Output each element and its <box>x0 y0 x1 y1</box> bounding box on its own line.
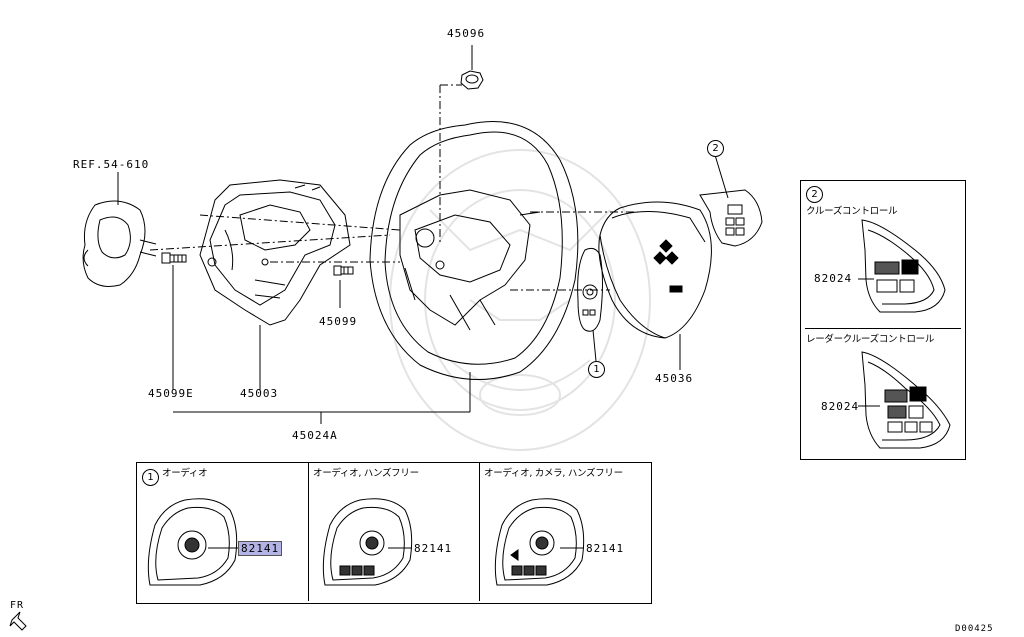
panel-2-divider <box>805 328 961 329</box>
nut-45096 <box>460 45 484 90</box>
audio-camera-handsfree-col-label: オーディオ, カメラ, ハンズフリー <box>484 468 623 479</box>
watermark <box>389 149 651 451</box>
direction-arrow-icon <box>9 611 27 631</box>
part-45036-label: 45036 <box>655 372 694 385</box>
audio-col-label: オーディオ <box>162 468 208 479</box>
part-45099e-label: 45099E <box>148 387 194 400</box>
inset-panel-2 <box>800 180 966 460</box>
left-switch <box>577 247 603 362</box>
steering-wheel <box>369 121 579 412</box>
part-82141-label-a: 82141 <box>238 541 283 556</box>
audio-switch-c <box>494 498 585 586</box>
callout-2-main: 2 <box>707 140 724 157</box>
cruise-control-label: クルーズコントロール <box>806 206 898 217</box>
panel-1-divider-b <box>479 463 480 601</box>
lower-cover <box>199 179 351 390</box>
right-switch <box>699 154 763 247</box>
cruise-switch <box>858 219 946 313</box>
audio-switch-a <box>147 498 238 586</box>
callout-2-panel: 2 <box>806 186 823 203</box>
clock-spring <box>82 172 157 287</box>
radar-cruise-control-label: レーダークルーズコントロール <box>806 334 935 345</box>
diagram-code: D00425 <box>955 624 994 634</box>
airbag-module <box>598 201 712 370</box>
audio-switch-b <box>322 498 413 586</box>
screw-45099e <box>161 252 187 390</box>
part-45003-label: 45003 <box>240 387 279 400</box>
fr-label: FR <box>10 600 25 611</box>
screw-45099 <box>333 265 354 308</box>
ref-label: REF.54-610 <box>73 158 150 171</box>
callout-1-panel: 1 <box>142 469 159 486</box>
audio-handsfree-col-label: オーディオ, ハンズフリー <box>313 468 419 479</box>
part-82024-label-a: 82024 <box>814 272 853 285</box>
callout-1-main: 1 <box>588 361 605 378</box>
radar-cruise-switch <box>858 351 951 449</box>
panel-1-divider-a <box>308 463 309 601</box>
part-82141-label-c: 82141 <box>586 542 625 555</box>
part-82141-label-b: 82141 <box>414 542 453 555</box>
part-45024a-label: 45024A <box>292 429 338 442</box>
part-45099-label: 45099 <box>319 315 358 328</box>
inset-panel-1 <box>136 462 652 604</box>
highlighted-part-82141: 82141 <box>238 541 283 556</box>
part-82024-label-b: 82024 <box>821 400 860 413</box>
part-45096-label: 45096 <box>447 27 486 40</box>
